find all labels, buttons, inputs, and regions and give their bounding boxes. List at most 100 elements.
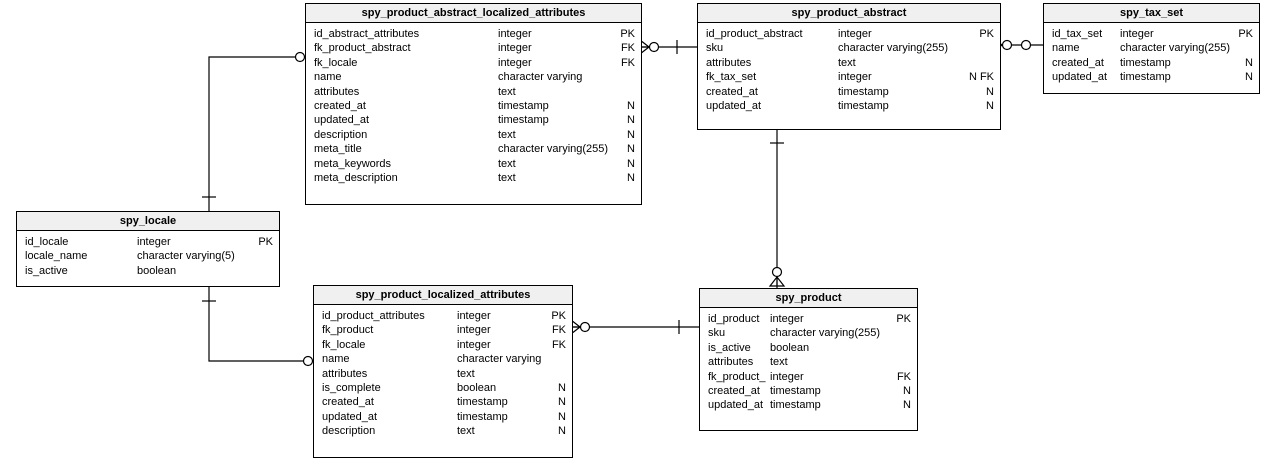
attribute-type: timestamp <box>838 99 889 112</box>
relationship-abstract-to-product <box>768 130 786 288</box>
attribute-type: character varying(255) <box>498 143 609 156</box>
attribute-name: id_abstract_attributes <box>314 28 420 40</box>
attribute-key-flag: N <box>558 425 566 438</box>
attribute-key-flag: FK <box>551 324 566 337</box>
attribute-row: created_at timestamp N <box>698 85 1000 99</box>
attribute-key-flag: PK <box>896 313 911 325</box>
attribute-type: integer <box>838 71 872 84</box>
attribute-key-flag: N <box>558 396 566 409</box>
attribute-type: timestamp <box>1120 56 1171 69</box>
attribute-name: fk_locale <box>322 338 366 351</box>
attribute-name: name <box>314 71 342 84</box>
attribute-row: attributes text <box>306 85 641 99</box>
attribute-name: updated_at <box>314 114 370 127</box>
attribute-name: description <box>322 425 376 438</box>
attribute-key-flag: N <box>1245 71 1253 84</box>
attribute-name: attributes <box>706 56 752 69</box>
attribute-row: id_product integer PK <box>700 312 917 326</box>
attribute-name: id_product <box>708 313 760 325</box>
entity-title-spy_product_abstract_localized_attributes: spy_product_abstract_localized_attribute… <box>306 4 641 23</box>
attribute-key-flag: N <box>903 399 911 412</box>
attribute-name: meta_description <box>314 171 398 184</box>
entity-title-spy_product: spy_product <box>700 289 917 308</box>
attribute-type: text <box>498 157 516 170</box>
attribute-name: fk_product <box>322 324 374 337</box>
attribute-type: integer <box>457 338 491 351</box>
attribute-type: integer <box>457 310 491 322</box>
attribute-name: sku <box>706 42 724 55</box>
attribute-type: boolean <box>770 341 810 354</box>
attribute-type: character varying <box>457 353 542 366</box>
attribute-key-flag: N <box>627 171 635 184</box>
attribute-name: created_at <box>706 85 758 98</box>
attribute-type: text <box>770 356 788 369</box>
attribute-type: character varying <box>498 71 583 84</box>
attribute-type: boolean <box>457 381 497 394</box>
attribute-key-flag: N <box>986 85 994 98</box>
attribute-type: integer <box>498 42 532 55</box>
attribute-type: timestamp <box>770 399 821 412</box>
entity-spy_product_abstract_localized_attributes[interactable]: spy_product_abstract_localized_attribute… <box>305 3 642 205</box>
attribute-name: updated_at <box>706 99 762 112</box>
attribute-row: sku character varying(255) <box>698 41 1000 55</box>
relationship-abstract-to-abstract-localized <box>639 38 697 56</box>
attribute-name: attributes <box>314 85 360 98</box>
attribute-name: fk_locale <box>314 56 358 69</box>
attribute-key-flag: N <box>558 381 566 394</box>
attribute-type: text <box>498 85 516 98</box>
attribute-type: character varying(255) <box>770 327 881 340</box>
attribute-name: is_active <box>25 264 68 277</box>
attribute-name: name <box>322 353 350 366</box>
entity-title-spy_tax_set: spy_tax_set <box>1044 4 1259 23</box>
attribute-row: description text N <box>314 424 572 438</box>
attribute-key-flag: N FK <box>968 71 994 84</box>
attribute-type: timestamp <box>838 85 889 98</box>
attribute-key-flag: PK <box>620 28 635 40</box>
attribute-type: character varying(255) <box>1120 42 1231 55</box>
attribute-key-flag: N <box>627 99 635 112</box>
attribute-type: text <box>457 425 475 438</box>
attribute-type: text <box>498 171 516 184</box>
entity-title-spy_product_localized_attributes: spy_product_localized_attributes <box>314 286 572 305</box>
attribute-name: is_complete <box>322 381 381 394</box>
attribute-row: updated_at timestamp N <box>306 113 641 127</box>
attribute-type: timestamp <box>498 114 549 127</box>
attribute-row: name character varying <box>306 70 641 84</box>
attribute-type: timestamp <box>457 396 508 409</box>
attribute-key-flag: N <box>627 114 635 127</box>
attribute-key-flag: PK <box>258 236 273 248</box>
attribute-type: text <box>838 56 856 69</box>
attribute-name: meta_title <box>314 143 362 156</box>
relationship-product-to-product-localized <box>570 318 699 336</box>
attribute-name: id_product_abstract <box>706 28 803 40</box>
attribute-name: created_at <box>708 384 760 397</box>
attribute-type: character varying(255) <box>838 42 949 55</box>
attribute-type: integer <box>137 236 171 248</box>
attribute-type: integer <box>770 313 804 325</box>
attribute-type: timestamp <box>770 384 821 397</box>
attribute-name: id_locale <box>25 236 69 248</box>
